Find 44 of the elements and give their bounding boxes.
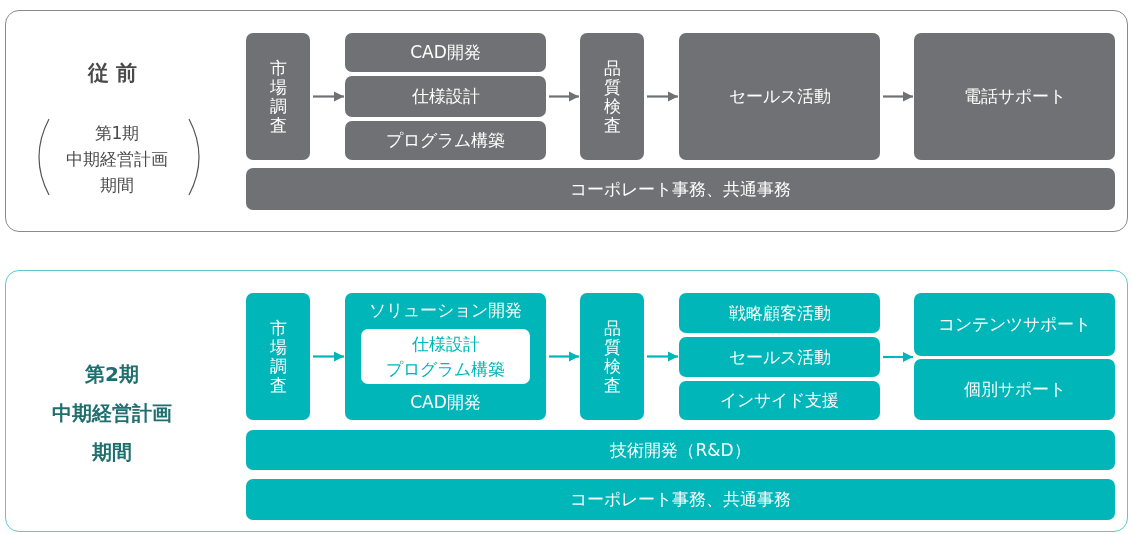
process-box: 技術開発（R&D） xyxy=(246,430,1115,470)
period-panel xyxy=(5,10,1128,232)
period-subheading: 期間 xyxy=(99,174,135,197)
arrow xyxy=(883,91,913,102)
process-box xyxy=(580,33,644,160)
process-box: コンテンツサポート xyxy=(914,293,1115,356)
box-label: 品質検査 xyxy=(603,58,621,135)
arrow xyxy=(883,351,913,363)
period-heading: 期間 xyxy=(91,439,133,466)
box-label: プログラム構築 xyxy=(386,357,505,381)
arrow xyxy=(647,351,678,362)
process-box: コーポレート事務、共通事務 xyxy=(246,168,1115,210)
process-box: 仕様設計 xyxy=(345,76,546,117)
period-heading: 中期経営計画 xyxy=(51,400,173,427)
period-subheading: 第1期 xyxy=(93,122,141,145)
process-box: コーポレート事務、共通事務 xyxy=(246,479,1115,520)
period-panel xyxy=(5,270,1128,532)
process-box xyxy=(246,293,310,420)
box-label: 仕様設計 xyxy=(411,332,480,356)
process-box: セールス活動 xyxy=(679,33,880,160)
process-box xyxy=(246,33,310,160)
arrow xyxy=(313,91,344,102)
period-heading: 従 前 xyxy=(88,60,138,87)
process-box: CAD開発 xyxy=(345,33,546,72)
process-box: プログラム構築 xyxy=(345,121,546,160)
arrow xyxy=(549,351,579,362)
box-label: 市場調査 xyxy=(269,318,287,395)
process-box xyxy=(580,293,644,420)
process-box: セールス活動 xyxy=(679,337,880,377)
process-box: 戦略顧客活動 xyxy=(679,293,880,333)
box-heading: ソリューション開発 xyxy=(368,299,523,322)
box-footer: CAD開発 xyxy=(345,391,546,414)
box-label: 品質検査 xyxy=(603,318,621,395)
arrow xyxy=(549,91,579,102)
process-box: 電話サポート xyxy=(914,33,1115,160)
arrow xyxy=(313,351,344,362)
period-heading: 第2期 xyxy=(84,361,140,388)
process-box: 個別サポート xyxy=(914,359,1115,420)
box-label: 市場調査 xyxy=(269,58,287,135)
inner-box xyxy=(361,329,530,384)
process-box xyxy=(345,293,546,420)
arrow xyxy=(647,91,678,102)
process-box: インサイド支援 xyxy=(679,381,880,420)
period-subheading: 中期経営計画 xyxy=(65,148,169,171)
